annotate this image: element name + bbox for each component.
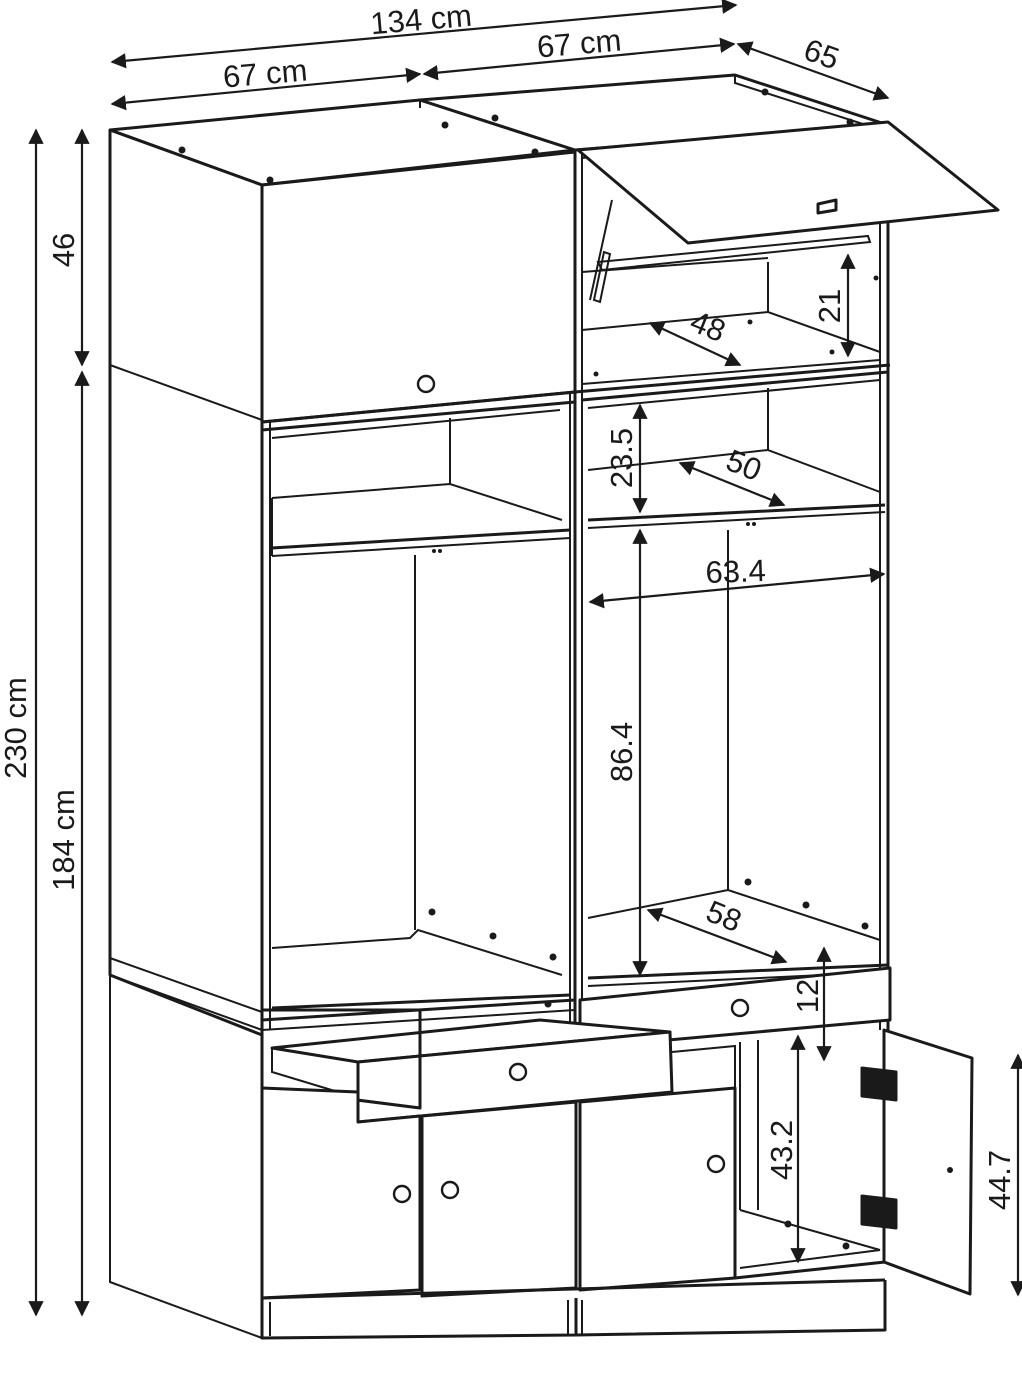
- door-hinges: [860, 1066, 898, 1230]
- label-total-height: 230 cm: [0, 677, 33, 779]
- label-depth: 65: [799, 32, 843, 77]
- label-door-height: 44.7: [982, 1150, 1017, 1210]
- label-top-inner-height: 21: [812, 289, 847, 323]
- wardrobe-outline: [108, 73, 1000, 1340]
- label-shelf-height: 23.5: [604, 428, 639, 488]
- label-top-height: 46: [46, 233, 81, 267]
- label-lower-inner-height: 43.2: [764, 1120, 799, 1180]
- label-body-height: 184 cm: [46, 789, 81, 891]
- label-shelf-depth: 50: [721, 443, 766, 488]
- label-drawer-height: 12: [790, 979, 825, 1013]
- label-inner-width: 63.4: [705, 553, 767, 590]
- label-total-width: 134 cm: [369, 0, 473, 41]
- label-hanging-height: 86.4: [604, 722, 639, 782]
- dimension-lines: [28, 0, 1022, 1317]
- label-left-width: 67 cm: [222, 52, 309, 94]
- label-right-width: 67 cm: [536, 22, 623, 64]
- knobs-and-screws: [178, 88, 953, 1250]
